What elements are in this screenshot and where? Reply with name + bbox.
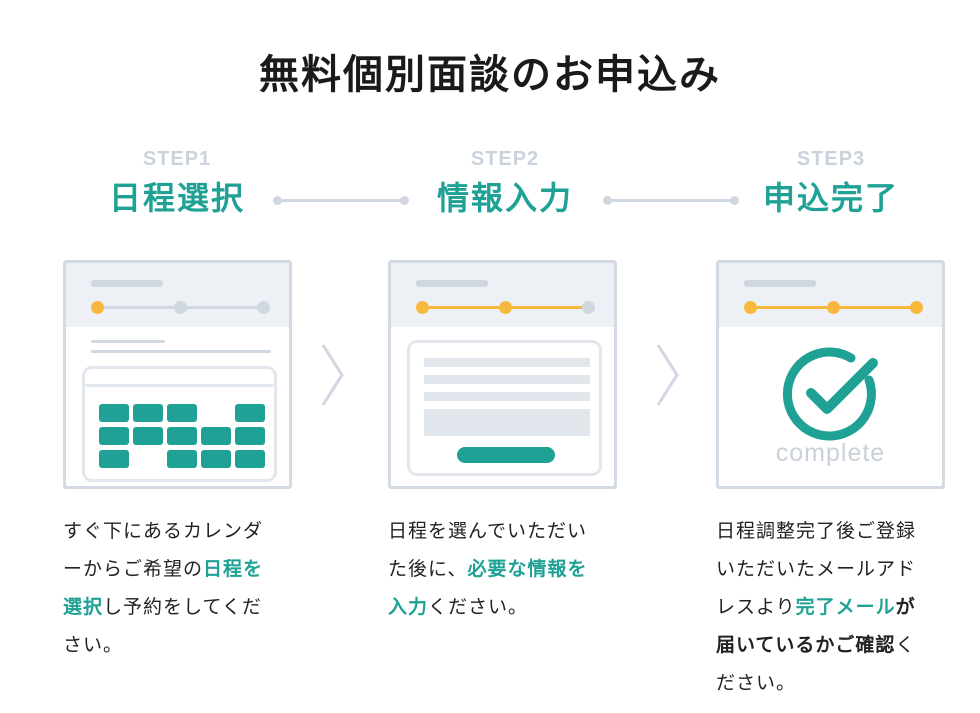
page-title: 無料個別面談のお申込み: [259, 52, 721, 98]
chevron-right-icon: [656, 344, 679, 406]
description-text: ーからご希望の: [63, 558, 204, 580]
highlight-text: 必要な情報を: [467, 558, 588, 580]
description-text: 届いているかご確認: [716, 634, 896, 656]
step-1: STEP1 日程選択: [57, 148, 297, 219]
step-3: STEP3 申込完了: [711, 148, 951, 219]
description-line: 日程を選んでいただい: [388, 512, 628, 550]
description-text: いただいたメールアド: [716, 558, 917, 580]
step-2: STEP2 情報入力: [385, 148, 625, 219]
description-text: た後に、: [388, 558, 468, 580]
progress-dot-active: [91, 301, 104, 314]
description-line: 選択し予約をしてくだ: [63, 588, 303, 626]
highlight-text: 入力: [388, 596, 429, 618]
description-text: く: [895, 634, 916, 656]
description-line: 日程調整完了後ご登録: [716, 512, 956, 550]
step-2-description: 日程を選んでいただいた後に、必要な情報を入力ください。: [388, 512, 628, 626]
description-text: すぐ下にあるカレンダ: [63, 520, 264, 542]
description-text: レスより: [716, 596, 796, 618]
description-line: た後に、必要な情報を: [388, 550, 628, 588]
step-3-description: 日程調整完了後ご登録いただいたメールアドレスより完了メールが届いているかご確認く…: [716, 512, 956, 702]
highlight-text: 選択: [63, 596, 104, 618]
form-illustration: [388, 260, 617, 489]
description-line: 届いているかご確認く: [716, 626, 956, 664]
step-number: STEP2: [470, 148, 540, 170]
chevron-right-icon: [321, 344, 344, 406]
submit-button-illustration: [457, 447, 555, 463]
calendar-illustration: [63, 260, 292, 489]
complete-illustration: complete: [716, 260, 945, 489]
description-text: さい。: [63, 634, 124, 656]
step-label: 日程選択: [108, 179, 245, 217]
step-label: 情報入力: [436, 179, 573, 217]
check-circle-icon: [782, 347, 878, 441]
step-connector: [273, 196, 409, 205]
description-line: 入力ください。: [388, 588, 628, 626]
step-label: 申込完了: [762, 179, 899, 217]
description-text: し予約をしてくだ: [103, 596, 262, 618]
step-number: STEP3: [796, 148, 866, 170]
description-line: いただいたメールアド: [716, 550, 956, 588]
highlight-text: 完了メール: [795, 596, 896, 618]
description-line: ーからご希望の日程を: [63, 550, 303, 588]
description-text: ください。: [428, 596, 529, 618]
description-line: さい。: [63, 626, 303, 664]
complete-label: complete: [775, 439, 886, 467]
step-number: STEP1: [142, 148, 212, 170]
description-text: ださい。: [716, 672, 797, 694]
step-1-description: すぐ下にあるカレンダーからご希望の日程を選択し予約をしてください。: [63, 512, 303, 664]
description-text: 日程調整完了後ご登録: [716, 520, 917, 542]
step-connector: [603, 196, 739, 205]
description-line: ださい。: [716, 664, 956, 702]
highlight-text: 日程を: [203, 558, 264, 580]
description-text: 日程を選んでいただい: [388, 520, 588, 542]
description-line: レスより完了メールが: [716, 588, 956, 626]
description-text: が: [895, 596, 916, 618]
description-line: すぐ下にあるカレンダ: [63, 512, 303, 550]
